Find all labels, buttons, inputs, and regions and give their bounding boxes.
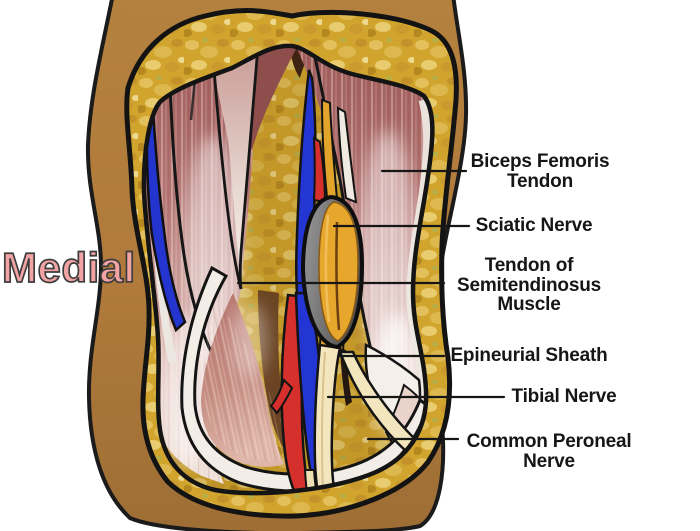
label-line: Tendon of — [484, 255, 574, 276]
gastrocnemius-muscle — [201, 293, 301, 467]
orientation-label-medial: Medial — [1, 244, 136, 292]
label-line: Biceps Femoris — [470, 151, 610, 172]
tendon-highlight-strip — [336, 106, 358, 204]
label-line: Epineurial Sheath — [450, 345, 608, 366]
label-line: Tendon — [506, 170, 573, 192]
tibial-nerve — [313, 343, 342, 494]
epineurial-sheath — [300, 194, 365, 350]
label-line: Sciatic Nerve — [475, 215, 593, 236]
label-tibial-nerve: Tibial Nerve — [512, 387, 617, 407]
label-common-peroneal-nerve: Common Peroneal Nerve — [467, 432, 632, 471]
label-sciatic-nerve: Sciatic Nerve — [476, 216, 593, 236]
label-epineurial-sheath: Epineurial Sheath — [450, 346, 607, 366]
label-biceps-femoris-tendon: Biceps Femoris Tendon — [471, 152, 610, 191]
muscle-sliver-shadow — [247, 45, 298, 150]
label-line: Tibial Nerve — [511, 386, 617, 407]
label-line: Semitendinosus — [457, 274, 601, 296]
tibial-nerve-shading — [320, 351, 326, 494]
leader-lines — [235, 168, 507, 442]
label-tendon-of-semitendinosus-muscle: Tendon of Semitendinosus Muscle — [457, 256, 601, 315]
window-outline — [141, 43, 435, 496]
semitendinosus-tendon — [211, 45, 260, 290]
biceps-femoris-muscle — [296, 45, 433, 450]
label-line: Muscle — [497, 294, 561, 315]
sciatic-nerve-in-sheath — [318, 201, 359, 342]
label-line: Nerve — [523, 450, 575, 472]
label-line: Common Peroneal — [466, 431, 632, 452]
